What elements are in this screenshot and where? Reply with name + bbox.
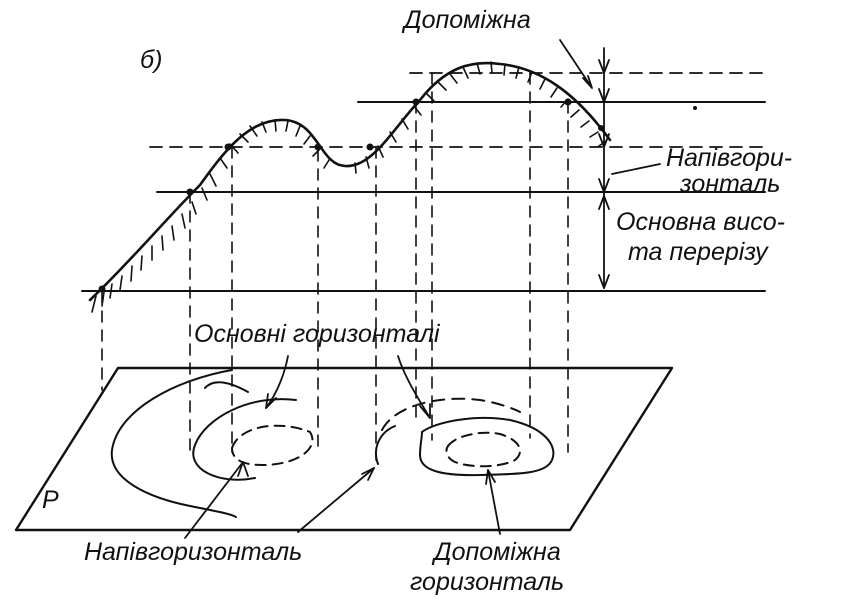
plane-p <box>14 366 674 532</box>
slope-hatching <box>91 61 607 313</box>
dimension-arrows <box>598 47 610 289</box>
label-section-height-line2: та перерізу <box>628 238 768 266</box>
label-auxiliary-bottom-line1: Допоміжна <box>434 538 561 566</box>
leader-half-right <box>611 163 661 175</box>
leaders-main-contours <box>265 355 431 419</box>
label-half-contour-right-line2: зонталь <box>680 170 781 198</box>
plane-letter: P <box>42 486 59 514</box>
leaders-bottom <box>184 461 501 539</box>
label-section-height-line1: Основна висо- <box>616 208 785 236</box>
label-half-contour-bottom: Напівгоризонталь <box>84 538 303 566</box>
projection-lines <box>101 72 569 461</box>
label-main-contours: Основні горизонталі <box>194 320 440 348</box>
contours-right-hill <box>375 397 555 477</box>
label-half-contour-right-line1: Напівгори- <box>666 144 793 172</box>
contours-left-hill <box>110 369 314 518</box>
panel-letter: б) <box>140 46 163 74</box>
terrain-profile <box>88 61 612 302</box>
label-auxiliary-top: Допоміжна <box>404 6 531 34</box>
label-auxiliary-bottom-line2: горизонталь <box>410 568 565 596</box>
leader-auxiliary-top <box>559 39 593 89</box>
